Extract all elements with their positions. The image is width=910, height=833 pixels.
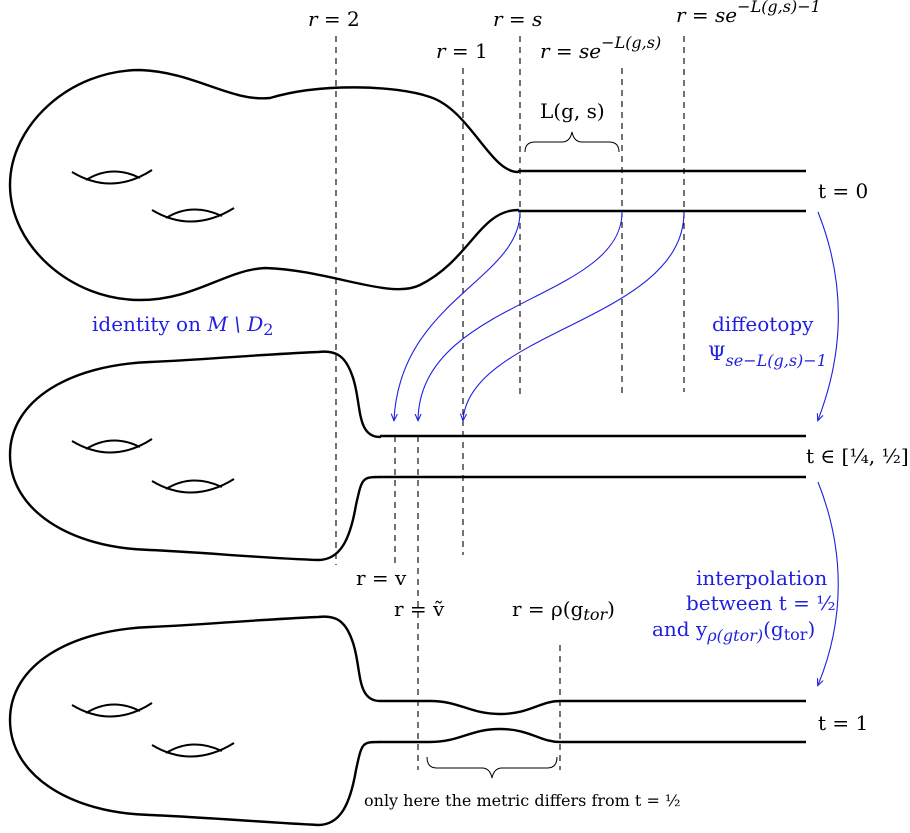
interp-line1: interpolation — [696, 566, 827, 590]
surface-middle-outline — [8, 350, 382, 562]
genus-hole-icon — [151, 742, 235, 758]
diffeotopy-label: diffeotopy — [712, 312, 814, 336]
genus-hole-icon — [151, 478, 235, 494]
genus-hole-icon — [151, 207, 235, 223]
brace-top — [524, 131, 620, 153]
arrow-rs-to-rv — [394, 211, 521, 420]
genus-hole-icon — [71, 702, 153, 718]
label-rse1: r = se−L(g,s)−1 — [676, 0, 821, 27]
interp-line2: between t = ½ — [686, 591, 836, 615]
diffeotopy-arrows — [394, 211, 839, 685]
label-rs: r = s — [493, 7, 542, 31]
label-rvt: r = ṽ — [394, 597, 445, 621]
label-t0: t = 0 — [818, 179, 868, 203]
tube-bottom-upper — [380, 699, 806, 716]
identity-label: identity on M \ D2 — [92, 312, 273, 339]
surface-top — [8, 68, 806, 302]
label-rho: r = ρ(gtor) — [512, 597, 615, 624]
label-rse: r = se−L(g,s) — [540, 33, 661, 63]
note-metric-differs: only here the metric differs from t = ½ — [364, 791, 680, 810]
diffeotopy-psi: Ψse−L(g,s)−1 — [708, 341, 827, 370]
arrow-rse-to-rvt — [418, 211, 623, 420]
surface-bottom — [8, 615, 806, 827]
surface-middle — [8, 350, 806, 562]
arrow-t0-to-tmid — [818, 211, 839, 420]
tube-bottom-lower — [380, 727, 806, 744]
arrow-rse1-to-r1 — [463, 211, 685, 420]
brace-label-L: L(g, s) — [540, 99, 605, 123]
brace-bottom — [426, 756, 558, 779]
label-t1: t = 1 — [818, 711, 868, 735]
label-r2: r = 2 — [308, 7, 360, 31]
label-r1: r = 1 — [436, 39, 488, 63]
genus-hole-icon — [71, 438, 153, 454]
surface-top-outline — [8, 68, 520, 302]
label-t-interval: t ∈ [¼, ½] — [806, 444, 909, 468]
interp-line3: and yρ(gtor)(gtor) — [652, 617, 815, 645]
genus-hole-icon — [71, 169, 153, 185]
radius-markers — [335, 36, 685, 770]
surface-bottom-outline — [8, 615, 382, 827]
label-rv: r = v — [356, 566, 407, 590]
arrow-tmid-to-t1 — [818, 481, 839, 685]
